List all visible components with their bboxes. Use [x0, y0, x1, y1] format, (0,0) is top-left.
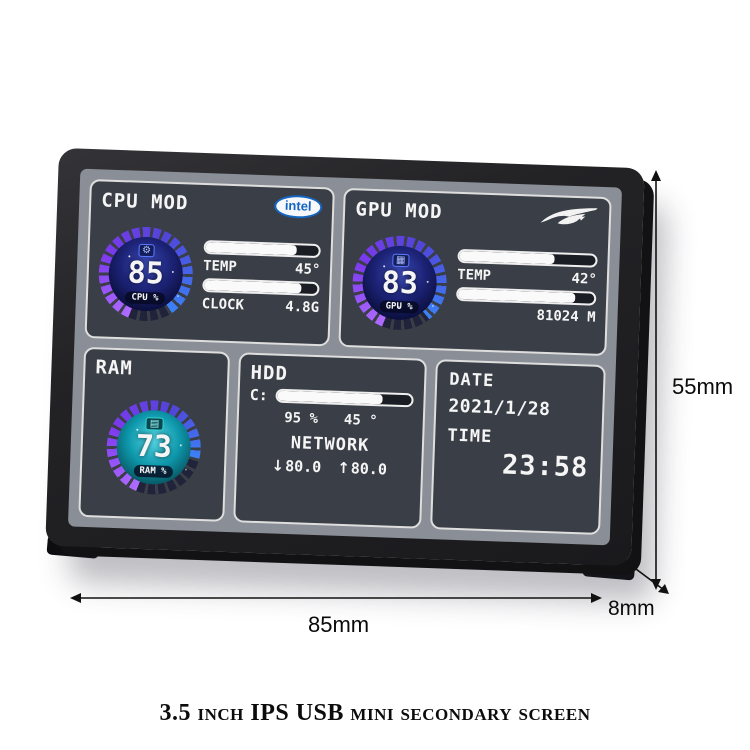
height-dimension-arrow: [651, 170, 661, 590]
device-screen: CPU MOD intel ⚙ 85 CPU %: [67, 168, 623, 546]
cpu-usage-label: CPU %: [125, 290, 165, 305]
ram-usage-label: RAM %: [133, 464, 173, 478]
cpu-clock-label: CLOCK: [201, 295, 245, 314]
network-upload-value: 80.0: [350, 459, 388, 479]
width-dimension-arrow: [70, 593, 602, 603]
gpu-temp-bar: [457, 249, 598, 269]
cpu-panel-title: CPU MOD: [100, 188, 189, 214]
ram-panel-title: RAM: [95, 356, 134, 380]
intel-logo-text: intel: [284, 197, 312, 214]
cpu-clock-bar: [202, 277, 320, 296]
hdd-panel: HDD C: 95 % 45 ° NETWORK ↓ 80.0: [233, 352, 428, 529]
cpu-temp-bar-fill: [205, 241, 297, 256]
product-caption: 3.5 inch IPS USB mini secondary screen: [159, 700, 591, 726]
gpu-temp-value: 42°: [571, 271, 598, 289]
ram-usage-value: 73: [135, 428, 173, 466]
gpu-mem-value: 81024 M: [536, 308, 596, 327]
date-value: 2021/1/28: [448, 395, 551, 421]
ram-gauge-face: ▤ 73 RAM %: [115, 409, 193, 486]
gpu-usage-value: 83: [381, 264, 419, 302]
time-label: TIME: [447, 425, 493, 448]
upload-arrow-icon: ↑: [336, 458, 351, 478]
device-frame: CPU MOD intel ⚙ 85 CPU %: [45, 147, 645, 567]
cpu-clock-value: 4.8G: [285, 298, 320, 316]
download-arrow-icon: ↓: [271, 456, 285, 475]
hdd-usage-bar-fill: [277, 390, 383, 405]
gpu-panel-title: GPU MOD: [355, 198, 443, 224]
cpu-gauge-face: ⚙ 85 CPU %: [107, 235, 185, 313]
depth-dimension-label: 8mm: [608, 597, 655, 620]
ram-gauge: ▤ 73 RAM %: [105, 398, 203, 496]
network-title: NETWORK: [290, 433, 370, 456]
hdd-drive-label: C:: [249, 385, 269, 405]
cpu-temp-value: 45°: [294, 261, 321, 279]
cpu-temp-bar: [203, 239, 322, 259]
date-label: DATE: [448, 369, 495, 392]
cpu-panel: CPU MOD intel ⚙ 85 CPU %: [84, 178, 336, 347]
network-download: ↓ 80.0: [271, 456, 321, 476]
ram-panel: RAM ▤ 73 RAM %: [78, 346, 231, 522]
width-dimension-label: 85mm: [308, 612, 370, 637]
gpu-temp-label: TEMP: [456, 267, 492, 285]
gpu-gauge-face: ▦ 83 GPU %: [361, 245, 439, 322]
monitor-device: CPU MOD intel ⚙ 85 CPU %: [45, 147, 645, 581]
gpu-panel: GPU MOD ▦ 83 GPU %: [338, 187, 612, 356]
hdd-usage-value: 95 %: [283, 409, 319, 427]
cpu-temp-label: TEMP: [202, 257, 238, 276]
gpu-gauge: ▦ 83 GPU %: [351, 234, 449, 332]
intel-logo: intel: [273, 194, 323, 220]
rog-logo-icon: [540, 208, 598, 225]
network-upload: ↑ 80.0: [337, 459, 387, 479]
gpu-usage-label: GPU %: [379, 300, 419, 314]
cpu-gauge: ⚙ 85 CPU %: [97, 225, 195, 323]
cpu-clock-bar-fill: [204, 279, 302, 294]
time-value: 23:58: [501, 449, 589, 484]
hdd-temp-value: 45 °: [343, 411, 378, 430]
datetime-panel: DATE 2021/1/28 TIME 23:58: [430, 359, 606, 536]
gpu-mem-bar: [456, 287, 597, 307]
gpu-mem-bar-fill: [458, 289, 576, 304]
cpu-usage-value: 85: [127, 255, 165, 292]
depth-dimension-arrow: [627, 562, 669, 594]
hdd-panel-title: HDD: [250, 361, 289, 385]
network-download-value: 80.0: [284, 456, 322, 477]
gpu-temp-bar-fill: [459, 251, 555, 265]
hdd-usage-bar: [275, 388, 414, 408]
height-dimension-label: 55mm: [672, 374, 734, 399]
